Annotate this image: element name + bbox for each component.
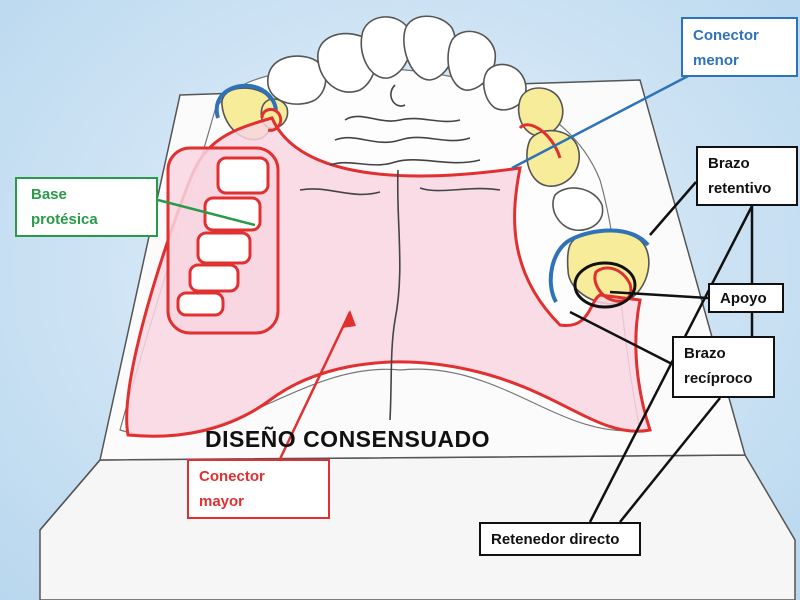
leader-retenedor-directo-1 bbox=[588, 205, 754, 523]
label-conector-menor-line2: menor bbox=[693, 52, 739, 69]
label-base-protesica-line1: Base bbox=[31, 186, 67, 203]
anterior-teeth bbox=[267, 15, 604, 231]
label-apoyo: Apoyo bbox=[708, 283, 784, 313]
label-retenedor-directo: Retenedor directo bbox=[479, 522, 641, 556]
label-conector-menor: Conector menor bbox=[681, 17, 798, 77]
label-brazo-reciproco: Brazo recíproco bbox=[672, 336, 775, 398]
cast-base-front bbox=[39, 454, 796, 600]
label-conector-mayor-line2: mayor bbox=[199, 493, 245, 510]
label-brazo-reciproco-line1: Brazo bbox=[684, 345, 726, 362]
label-brazo-retentivo: Brazo retentivo bbox=[696, 146, 798, 206]
rest-seat-left bbox=[260, 108, 283, 132]
leader-conector-menor bbox=[511, 73, 691, 170]
leader-apoyo bbox=[609, 290, 709, 300]
diagram-title: DISEÑO CONSENSUADO bbox=[205, 426, 491, 452]
leader-retenedor-directo-4 bbox=[619, 397, 721, 523]
label-base-protesica-line2: protésica bbox=[31, 211, 98, 228]
cast-edge bbox=[39, 459, 101, 531]
denture-base-saddles bbox=[166, 146, 280, 335]
label-brazo-reciproco-line2: recíproco bbox=[684, 370, 753, 387]
label-conector-mayor: Conector mayor bbox=[187, 459, 330, 519]
label-brazo-retentivo-line1: Brazo bbox=[708, 155, 750, 172]
leader-brazo-reciproco bbox=[569, 310, 673, 366]
rest-seat-right-upper bbox=[518, 123, 562, 159]
blue-clasp-outlines bbox=[214, 83, 650, 303]
label-brazo-retentivo-line2: retentivo bbox=[708, 180, 772, 197]
label-conector-mayor-line1: Conector bbox=[199, 468, 265, 485]
leader-base-protesica bbox=[157, 198, 256, 227]
apoyo-highlight-ellipse bbox=[573, 261, 637, 309]
leader-brazo-retentivo bbox=[649, 181, 697, 236]
label-conector-menor-line1: Conector bbox=[693, 27, 759, 44]
leader-conector-mayor-arrowhead bbox=[342, 310, 356, 328]
palatal-rugae bbox=[299, 84, 501, 421]
leader-conector-mayor bbox=[278, 311, 352, 460]
label-base-protesica: Base protésica bbox=[15, 177, 158, 237]
